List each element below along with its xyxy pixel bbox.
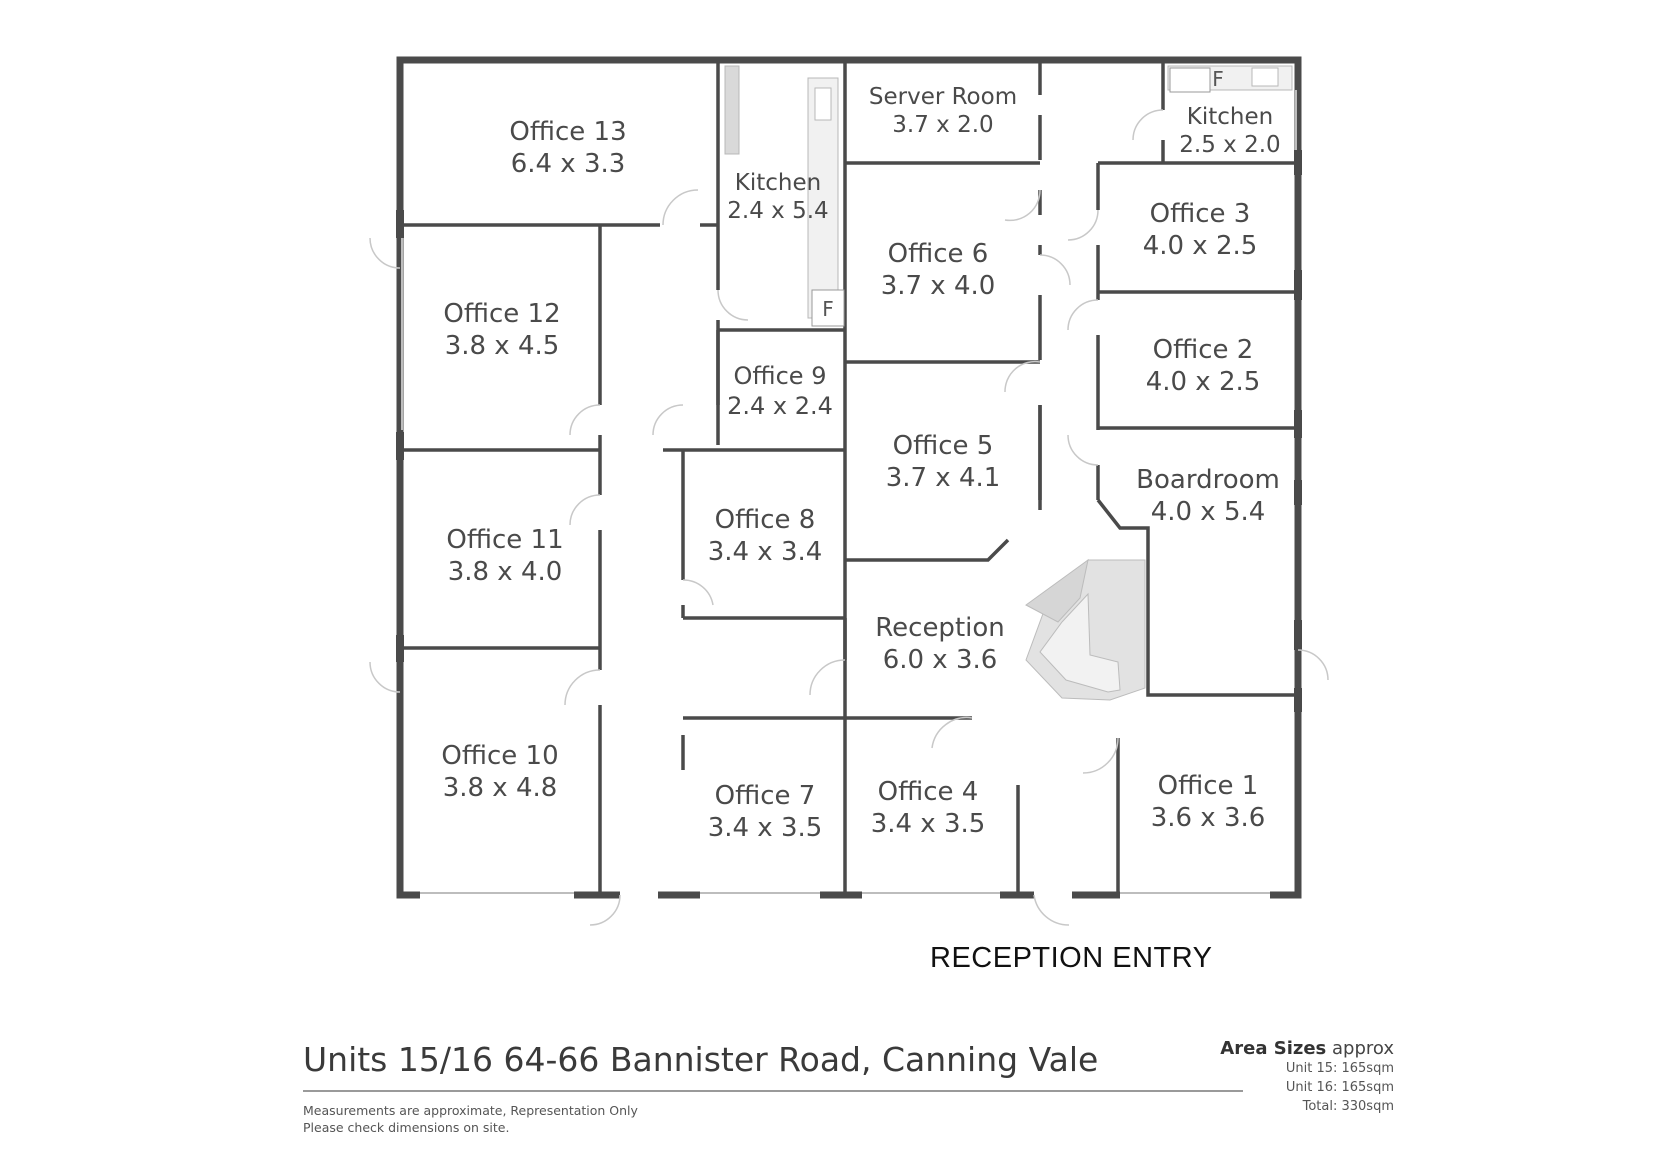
room-office-7-name: Office 7 — [715, 781, 816, 811]
outer-walls — [396, 56, 1302, 899]
area-unit-16: Unit 16: 165sqm — [1285, 1080, 1394, 1095]
area-sizes-title-bold: Area Sizes — [1220, 1038, 1327, 1059]
room-office-1-name: Office 1 — [1158, 771, 1259, 801]
room-office-6-dims: 3.7 x 4.0 — [881, 271, 996, 301]
room-office-6-name: Office 6 — [888, 239, 989, 269]
area-sizes: Area Sizes approx Unit 15: 165sqm Unit 1… — [1220, 1038, 1394, 1116]
room-boardroom-dims: 4.0 x 5.4 — [1151, 497, 1266, 527]
room-office-13-dims: 6.4 x 3.3 — [511, 149, 626, 179]
room-server-room-dims: 3.7 x 2.0 — [892, 112, 993, 138]
room-office-10-name: Office 10 — [441, 741, 558, 771]
area-sizes-title-rest: approx — [1332, 1038, 1394, 1059]
room-office-8-name: Office 8 — [715, 505, 816, 535]
footer-divider — [303, 1090, 1243, 1092]
room-reception-dims: 6.0 x 3.6 — [883, 645, 998, 675]
room-kitchen-west-dims: 2.4 x 5.4 — [727, 198, 828, 224]
room-office-2-dims: 4.0 x 2.5 — [1146, 367, 1261, 397]
area-sizes-title: Area Sizes approx — [1220, 1038, 1394, 1059]
fridge-west-label: F — [822, 297, 834, 321]
note-line-1: Measurements are approximate, Representa… — [303, 1103, 638, 1118]
room-kitchen-west-name: Kitchen — [735, 170, 821, 196]
room-kitchen-east-dims: 2.5 x 2.0 — [1179, 132, 1280, 158]
room-office-2-name: Office 2 — [1153, 335, 1254, 365]
room-office-3-name: Office 3 — [1150, 199, 1251, 229]
room-office-5-dims: 3.7 x 4.1 — [886, 463, 1001, 493]
area-unit-15: Unit 15: 165sqm — [1285, 1061, 1394, 1076]
wall-nubs — [396, 150, 1302, 712]
room-office-10-dims: 3.8 x 4.8 — [443, 773, 558, 803]
room-boardroom-name: Boardroom — [1136, 465, 1280, 495]
fridge-east-icon — [1169, 67, 1211, 93]
room-office-4-name: Office 4 — [878, 777, 979, 807]
fridge-east-label: F — [1212, 67, 1224, 91]
room-office-11-name: Office 11 — [446, 525, 563, 555]
room-office-12-name: Office 12 — [443, 299, 560, 329]
footer-notes: Measurements are approximate, Representa… — [303, 1102, 638, 1136]
room-office-9-name: Office 9 — [734, 362, 827, 390]
room-office-5-name: Office 5 — [893, 431, 994, 461]
room-office-12-dims: 3.8 x 4.5 — [445, 331, 560, 361]
room-office-13-name: Office 13 — [509, 117, 626, 147]
reception-desk — [1025, 558, 1146, 701]
windows — [401, 90, 1297, 894]
room-server-room-name: Server Room — [869, 84, 1017, 110]
note-line-2: Please check dimensions on site. — [303, 1120, 510, 1135]
room-reception-name: Reception — [875, 613, 1005, 643]
room-office-4-dims: 3.4 x 3.5 — [871, 809, 986, 839]
room-office-11-dims: 3.8 x 4.0 — [448, 557, 563, 587]
fridge-west-icon — [811, 289, 845, 327]
door-swings — [369, 109, 1329, 926]
interior-walls — [400, 60, 1298, 895]
area-total: Total: 330sqm — [1302, 1099, 1394, 1114]
kitchen-counters — [724, 65, 1293, 327]
room-office-8-dims: 3.4 x 3.4 — [708, 537, 823, 567]
room-office-1-dims: 3.6 x 3.6 — [1151, 803, 1266, 833]
room-office-9-dims: 2.4 x 2.4 — [727, 392, 833, 420]
room-office-3-dims: 4.0 x 2.5 — [1143, 231, 1258, 261]
reception-entry-label: RECEPTION ENTRY — [930, 942, 1213, 974]
room-labels: Office 13 6.4 x 3.3 Kitchen 2.4 x 5.4 Se… — [441, 84, 1280, 843]
room-kitchen-east-name: Kitchen — [1187, 104, 1273, 130]
property-address: Units 15/16 64-66 Bannister Road, Cannin… — [303, 1040, 1099, 1079]
room-office-7-dims: 3.4 x 3.5 — [708, 813, 823, 843]
